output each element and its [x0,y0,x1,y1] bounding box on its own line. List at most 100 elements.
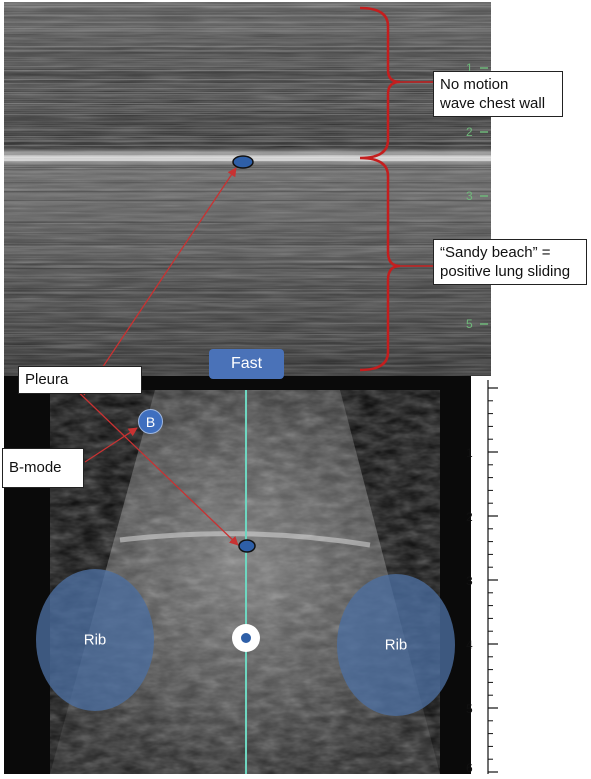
m-mode-streak [4,221,491,223]
m-mode-streak [4,103,491,105]
m-mode-streak [4,116,491,118]
m-mode-streak [4,320,491,322]
m-mode-streak [4,347,491,349]
b-mode-tick-label: 3 [466,574,473,588]
m-mode-streak [4,232,491,234]
m-mode-streak [4,111,491,113]
m-mode-streak [4,204,491,206]
m-mode-streak [4,340,491,342]
m-mode-streak [4,67,491,69]
m-mode-streak [4,87,491,89]
m-mode-streak [4,336,491,338]
m-mode-streak [4,191,491,193]
fast-button[interactable]: Fast [209,349,284,379]
m-mode-streak [4,4,491,6]
m-mode-streak [4,246,491,248]
m-mode-streak [4,59,491,61]
m-mode-streak [4,206,491,208]
rib-left-label: Rib [83,631,107,649]
m-mode-streak [4,85,491,87]
m-mode-texture [4,2,491,376]
m-mode-streak [4,210,491,212]
m-mode-streak [4,226,491,228]
m-mode-streak [4,230,491,232]
m-mode-streak [4,259,491,261]
m-mode-streak [4,63,491,65]
m-mode-streak [4,151,491,153]
m-mode-streak [4,331,491,333]
m-mode-streak [4,45,491,47]
m-mode-streak [4,217,491,219]
m-mode-streak [4,285,491,287]
m-mode-streak [4,147,491,149]
m-mode-streak [4,274,491,276]
m-mode-streak [4,72,491,74]
m-mode-streak [4,250,491,252]
m-mode-streak [4,318,491,320]
m-mode-streak [4,248,491,250]
pleura-marker-b-mode [238,539,256,553]
b-mode-arrow [84,427,138,463]
m-mode-streak [4,78,491,80]
m-mode-streak [4,270,491,272]
m-mode-streak [4,314,491,316]
m-mode-streak [4,208,491,210]
m-mode-streak [4,276,491,278]
b-mode-label: B-mode [2,448,84,488]
m-mode-streak [4,15,491,17]
m-mode-streak [4,92,491,94]
pleura-label: Pleura [18,366,142,394]
m-mode-streak [4,138,491,140]
m-mode-streak [4,252,491,254]
m-mode-streak [4,19,491,21]
m-mode-streak [4,109,491,111]
m-mode-streak [4,195,491,197]
m-mode-streak [4,305,491,307]
m-mode-tick-label: 3 [466,189,473,203]
m-mode-streak [4,243,491,245]
m-mode-streak [4,107,491,109]
m-mode-streak [4,186,491,188]
m-mode-streak [4,283,491,285]
depth-bracket [359,6,401,372]
m-mode-streak [4,153,491,155]
m-mode-tick-label: 1 [466,61,473,75]
m-mode-streak [4,327,491,329]
m-mode-streak [4,10,491,12]
m-mode-streak [4,184,491,186]
m-mode-streak [4,309,491,311]
m-mode-streak [4,193,491,195]
m-mode-streak [4,89,491,91]
m-mode-streak [4,215,491,217]
m-mode-streak [4,182,491,184]
m-mode-streak [4,171,491,173]
m-mode-streak [4,202,491,204]
m-mode-streak [4,74,491,76]
rib-right-label: Rib [384,636,408,654]
b-mode-button[interactable]: B [138,409,163,434]
m-mode-streak [4,224,491,226]
m-mode-streak [4,23,491,25]
no-motion-label: No motion wave chest wall [433,71,563,117]
m-mode-streak [4,323,491,325]
sandy-beach-line-1: “Sandy beach” = [440,244,551,261]
m-mode-streak [4,228,491,230]
m-mode-streak [4,265,491,267]
m-mode-streak [4,100,491,102]
m-mode-streak [4,316,491,318]
m-mode-streak [4,272,491,274]
m-mode-streak [4,334,491,336]
m-mode-streak [4,188,491,190]
m-mode-streak [4,120,491,122]
m-mode-streak [4,338,491,340]
m-mode-streak [4,142,491,144]
m-mode-streak [4,41,491,43]
m-mode-streak [4,32,491,34]
focus-marker-inner [241,633,251,643]
no-motion-line-2: wave chest wall [440,95,546,112]
m-mode-streak [4,65,491,67]
m-mode-streak [4,28,491,30]
